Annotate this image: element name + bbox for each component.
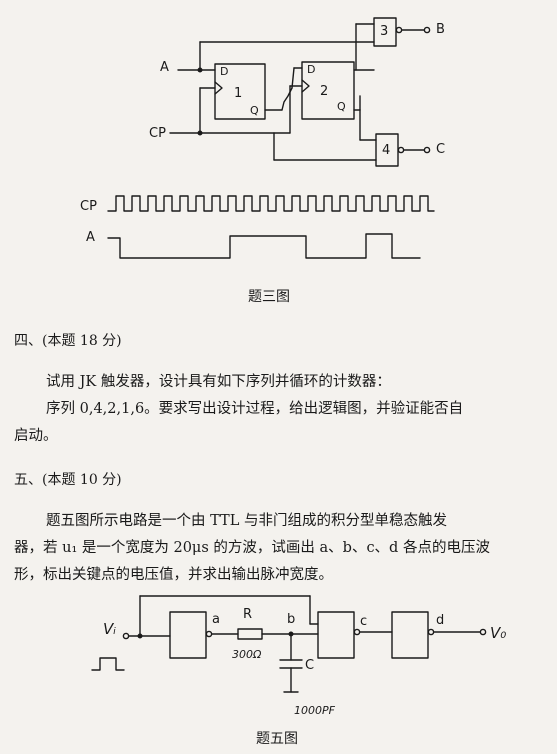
flip-flop-2 — [301, 61, 355, 120]
label-node-d: d — [436, 613, 445, 628]
label-wave-cp: CP — [80, 199, 97, 214]
figure3-caption: 题三图 — [248, 289, 290, 305]
label-output-c: C — [436, 142, 446, 157]
label-gate-4: 4 — [382, 143, 391, 158]
label-input-vi: Vᵢ — [103, 620, 116, 638]
a-waveform — [107, 233, 421, 259]
label-ff1-number: 1 — [234, 86, 243, 101]
label-resistor-value: 300Ω — [232, 648, 262, 661]
nand-gate-d — [391, 611, 429, 659]
section4-heading: 四、(本题 18 分) — [14, 333, 122, 349]
label-input-cp: CP — [149, 126, 166, 141]
label-node-c: c — [360, 614, 368, 629]
input-terminal — [122, 632, 130, 640]
section4-line1: 试用 JK 触发器，设计具有如下序列并循环的计数器： — [46, 374, 391, 390]
cp-waveform — [107, 195, 435, 212]
figure5-caption: 题五图 — [256, 731, 298, 747]
section4-line2: 序列 0,4,2,1,6。要求写出设计过程，给出逻辑图，并验证能否自 — [46, 401, 464, 417]
resistor — [237, 628, 263, 640]
label-ff2-q: Q — [337, 100, 346, 113]
section4-line3: 启动。 — [14, 428, 58, 444]
output-c-terminal — [423, 146, 431, 154]
nand-gate-a — [169, 611, 207, 659]
label-output-vo: V₀ — [490, 624, 507, 642]
flip-flop-1 — [214, 63, 266, 120]
gate-3 — [373, 17, 397, 47]
section5-line2: 器，若 u₁ 是一个宽度为 20μs 的方波，试画出 a、b、c、d 各点的电压… — [14, 540, 490, 556]
label-output-b: B — [436, 22, 445, 37]
nand-gate-c — [317, 611, 355, 659]
section5-line1: 题五图所示电路是一个由 TTL 与非门组成的积分型单稳态触发 — [46, 513, 447, 529]
label-ff2-number: 2 — [320, 84, 329, 99]
label-input-a: A — [160, 60, 169, 75]
label-resistor: R — [243, 607, 253, 622]
input-pulse-icon — [91, 657, 125, 671]
label-node-b: b — [287, 612, 296, 627]
label-ff2-d: D — [307, 63, 316, 76]
output-b-terminal — [423, 26, 431, 34]
label-node-a: a — [212, 612, 220, 627]
label-capacitor-value: 1000PF — [294, 704, 335, 717]
label-capacitor: C — [305, 658, 315, 673]
section5-heading: 五、(本题 10 分) — [14, 472, 122, 488]
output-terminal — [479, 628, 487, 636]
section5-line3: 形，标出关键点的电压值，并求出输出脉冲宽度。 — [14, 567, 333, 583]
label-gate-3: 3 — [380, 24, 389, 39]
label-ff1-q: Q — [250, 104, 259, 117]
label-wave-a: A — [86, 230, 95, 245]
label-ff1-d: D — [220, 65, 229, 78]
